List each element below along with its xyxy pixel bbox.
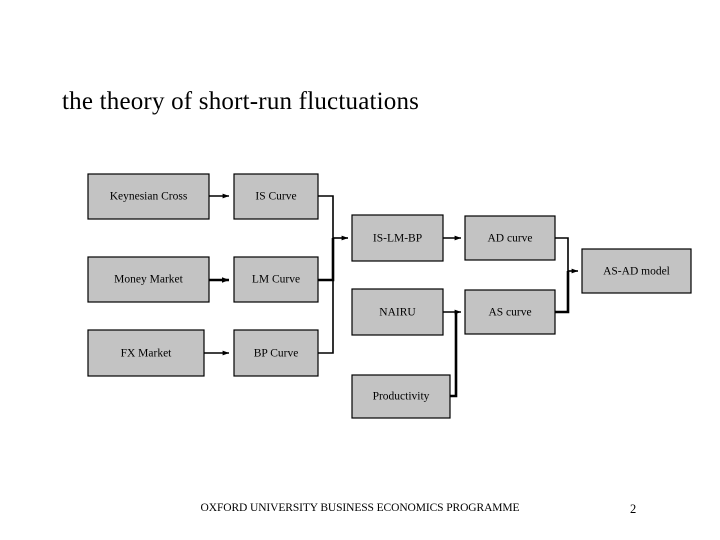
node-as-curve[interactable]: AS curve [464, 289, 556, 335]
edge-lm-curve-to-bus [318, 238, 335, 282]
edge-productivity-to-as-curve [450, 312, 458, 398]
node-label-is-lm-bp: IS-LM-BP [373, 233, 422, 245]
node-label-fx-market: FX Market [121, 348, 173, 360]
page-title: the theory of short-run fluctuations [62, 88, 420, 115]
node-ad-curve[interactable]: AD curve [464, 215, 556, 261]
node-is-curve[interactable]: IS Curve [233, 173, 319, 220]
edge-bp-curve-to-bus [318, 280, 334, 354]
node-bp-curve[interactable]: BP Curve [233, 329, 319, 377]
node-nairu[interactable]: NAIRU [351, 288, 444, 336]
node-keynesian-cross[interactable]: Keynesian Cross [87, 173, 210, 220]
edge-is-curve-to-bus [318, 195, 334, 238]
node-label-ad-curve: AD curve [487, 233, 532, 245]
node-money-market[interactable]: Money Market [87, 256, 210, 303]
node-label-nairu: NAIRU [379, 307, 416, 319]
edge-as-curve-to-bus [555, 271, 570, 314]
node-productivity[interactable]: Productivity [351, 374, 451, 419]
node-label-as-ad-model: AS-AD model [603, 266, 670, 278]
node-label-as-curve: AS curve [488, 307, 531, 319]
node-label-lm-curve: LM Curve [252, 274, 300, 286]
node-label-keynesian-cross: Keynesian Cross [110, 191, 188, 203]
footer-page-number: 2 [630, 502, 637, 516]
node-label-is-curve: IS Curve [255, 191, 296, 203]
node-label-money-market: Money Market [114, 274, 183, 286]
node-is-lm-bp[interactable]: IS-LM-BP [351, 214, 444, 262]
node-as-ad-model[interactable]: AS-AD model [581, 248, 692, 294]
node-label-productivity: Productivity [373, 391, 430, 403]
node-label-bp-curve: BP Curve [254, 348, 299, 360]
node-fx-market[interactable]: FX Market [87, 329, 205, 377]
node-lm-curve[interactable]: LM Curve [233, 256, 319, 303]
footer-organisation: OXFORD UNIVERSITY BUSINESS ECONOMICS PRO… [200, 502, 520, 514]
edge-ad-curve-to-bus [555, 237, 569, 271]
